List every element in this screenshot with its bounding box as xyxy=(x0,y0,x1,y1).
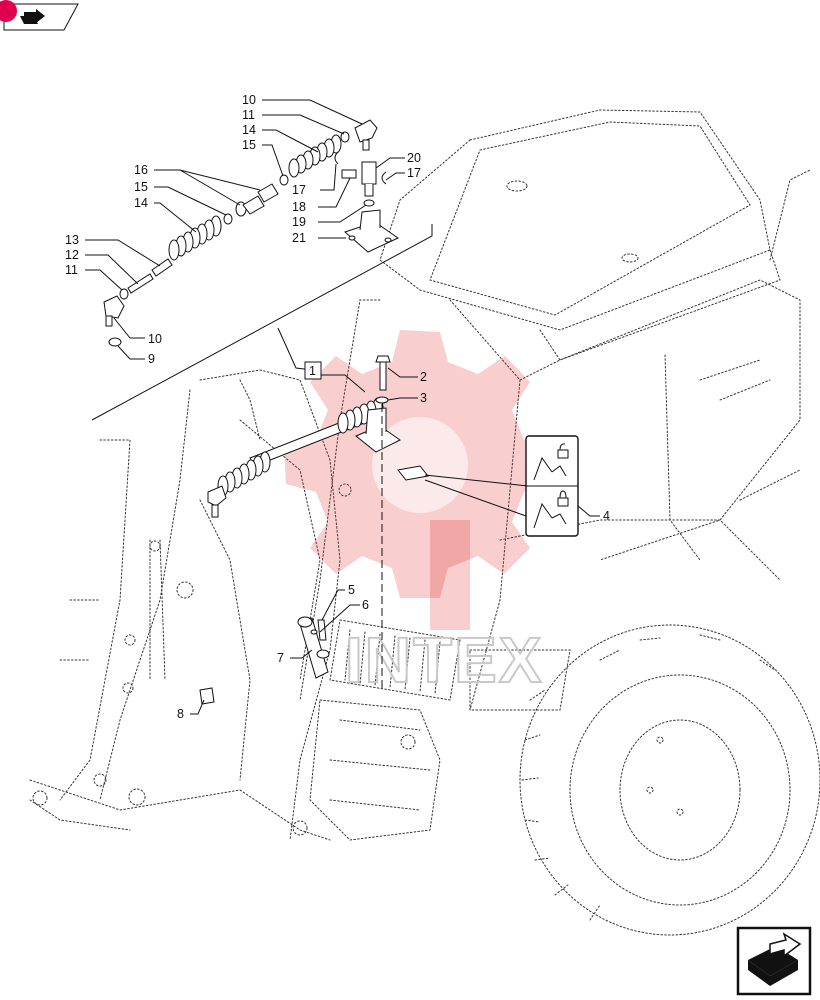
callout-leaders xyxy=(85,99,600,715)
callout-3: 3 xyxy=(420,391,427,405)
callout-18: 18 xyxy=(292,200,306,214)
lock-icon xyxy=(533,490,569,529)
callout-12: 12 xyxy=(65,248,79,262)
reference-box: 1 xyxy=(304,361,322,380)
callout-4: 4 xyxy=(603,509,610,523)
assembled-linkage xyxy=(199,355,429,705)
next-page-arrow-icon xyxy=(748,932,802,986)
exploded-view-boundary xyxy=(91,224,433,421)
callout-2: 2 xyxy=(420,370,427,384)
callout-9: 9 xyxy=(148,352,155,366)
exploded-parts xyxy=(103,119,399,347)
callout-14-upper: 14 xyxy=(242,123,256,137)
callout-15-lower: 15 xyxy=(134,180,148,194)
callout-16: 16 xyxy=(134,163,148,177)
callout-20: 20 xyxy=(407,151,421,165)
callout-6: 6 xyxy=(362,598,369,612)
svg-text:1: 1 xyxy=(309,364,316,378)
decal-detail xyxy=(424,435,579,537)
callout-labels: 10 11 14 15 16 15 14 13 12 11 10 9 17 18… xyxy=(65,93,610,721)
callout-11-lower: 11 xyxy=(65,263,78,277)
callout-11-upper: 11 xyxy=(242,108,255,122)
callout-13: 13 xyxy=(65,233,79,247)
callout-17-right: 17 xyxy=(407,166,421,180)
callout-7: 7 xyxy=(277,651,284,665)
watermark-logo: INTEX xyxy=(284,330,556,697)
callout-5: 5 xyxy=(348,583,355,597)
next-page-button[interactable] xyxy=(736,926,812,996)
page-arrow-icon xyxy=(20,9,45,24)
callout-15-upper: 15 xyxy=(242,138,256,152)
callout-21: 21 xyxy=(292,231,306,245)
unlock-icon xyxy=(533,443,569,481)
callout-19: 19 xyxy=(292,215,306,229)
callout-10-lower: 10 xyxy=(148,332,162,346)
watermark-text: INTEX xyxy=(345,624,543,696)
callout-14-lower: 14 xyxy=(134,196,148,210)
nav-badge xyxy=(0,0,17,22)
top-nav-tab[interactable] xyxy=(0,0,79,31)
callout-10-upper: 10 xyxy=(242,93,256,107)
callout-8: 8 xyxy=(177,707,184,721)
callout-17-left: 17 xyxy=(292,183,306,197)
